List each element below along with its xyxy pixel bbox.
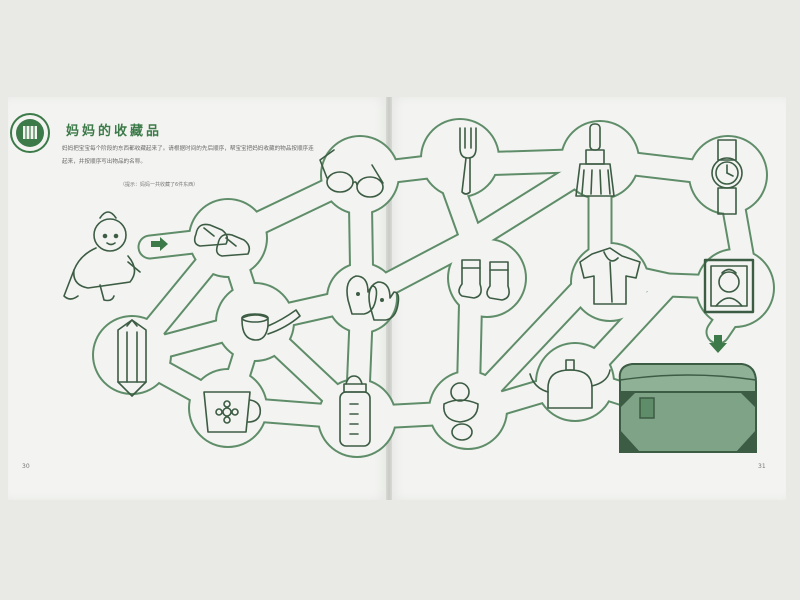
- mittens-icon: [346, 275, 400, 321]
- page-title: 妈妈的收藏品: [66, 124, 163, 139]
- pencil-icon: [117, 319, 147, 397]
- page-number-right: 31: [758, 463, 766, 470]
- treasure-chest-icon: [618, 363, 757, 453]
- page-number-left: 30: [22, 463, 30, 470]
- instructions-text: 妈妈把宝宝每个阶段的东西都收藏起来了。请根据时间的先后顺序，帮宝宝把妈妈收藏的物…: [62, 146, 314, 165]
- crawling-baby-icon: [63, 211, 141, 302]
- glasses-icon: [319, 149, 384, 198]
- fork-icon: [459, 127, 477, 195]
- socks-icon: [458, 259, 510, 301]
- pipe-icon: [241, 309, 301, 341]
- flower-cup-icon: [203, 391, 262, 433]
- baby-shoes-icon: [193, 223, 251, 257]
- paint-brush-icon: [575, 123, 615, 197]
- down-arrow-icon: [709, 335, 727, 353]
- baby-photo-icon: [703, 258, 755, 314]
- kettle-icon: [529, 359, 611, 409]
- baby-shirt-icon: [579, 247, 641, 305]
- activity-badge-icon: [10, 113, 50, 153]
- hint-text: （提示：妈妈一共收藏了6件东西）: [120, 182, 199, 188]
- start-arrow-icon: [151, 237, 168, 251]
- pacifier-icon: [443, 382, 479, 441]
- wristwatch-icon: [711, 139, 743, 215]
- maze-nodes: [94, 120, 773, 456]
- baby-bottle-icon: [339, 375, 371, 447]
